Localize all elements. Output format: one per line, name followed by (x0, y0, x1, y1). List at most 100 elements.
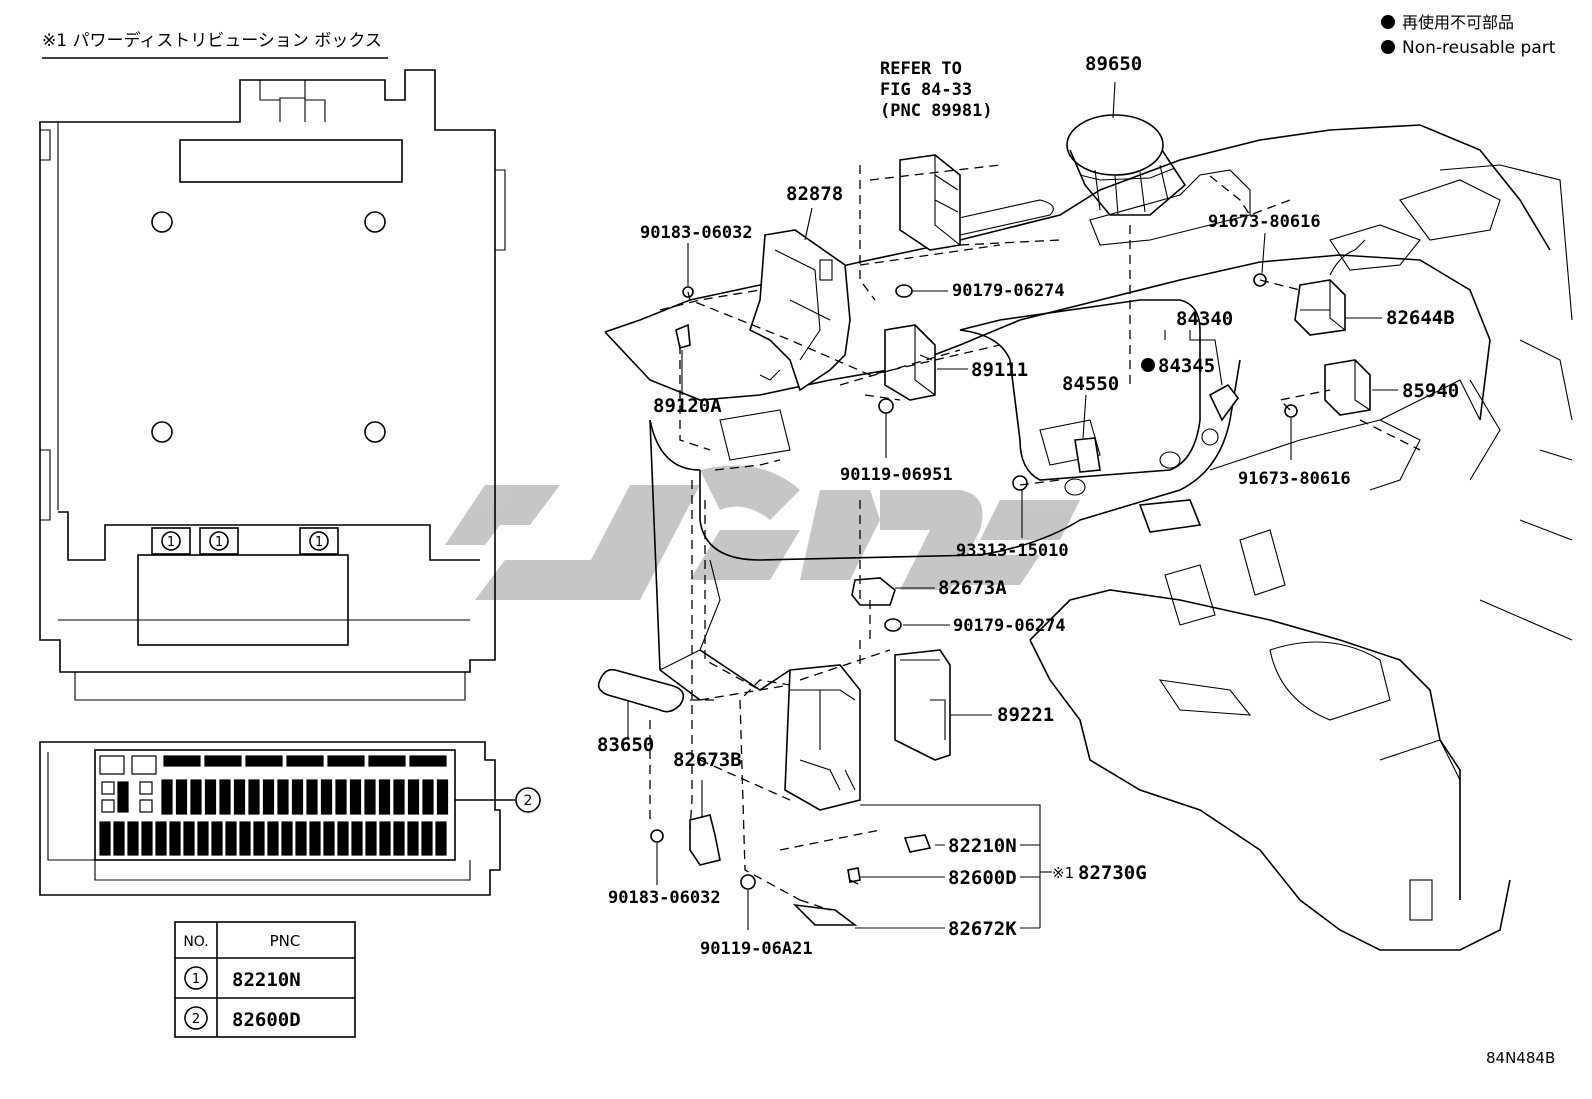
box-edge-lines (57, 122, 506, 621)
row-callout (184, 966, 208, 990)
section-title: ※1 パワーディストリビューション ボックス (42, 30, 382, 51)
part-82730G-junction-block (784, 664, 861, 811)
table-row-pnc: 82210N (232, 969, 301, 991)
label-89111: 89111 (971, 359, 1028, 381)
fuse-slot (364, 779, 376, 815)
part-82644B-connector (1294, 239, 1366, 336)
label-89221: 89221 (997, 704, 1054, 726)
table-row-no: 2 (192, 1012, 200, 1027)
fuse-slot (267, 821, 279, 856)
callout-1: 1 (209, 531, 229, 551)
fuse-slot (253, 821, 265, 856)
box-outline (39, 69, 496, 673)
box-lower-step (58, 511, 480, 561)
ref-mark: ※1 (1052, 864, 1074, 882)
fuse-slot (204, 755, 242, 767)
callout-2: 2 (515, 787, 541, 813)
non-reusable-marker (1141, 358, 1155, 372)
fuse-slot (239, 821, 251, 856)
side-vent (1329, 224, 1421, 271)
fuse-slot (141, 821, 153, 856)
label-82644B: 82644B (1386, 307, 1455, 329)
fuse-slot (281, 821, 293, 856)
fuse-slot (277, 779, 289, 815)
relay-slot (151, 527, 191, 555)
mount-hole (364, 211, 386, 233)
fuse-slot (407, 821, 419, 856)
label-82673B: 82673B (673, 749, 742, 771)
dash-lower-edge (649, 359, 1241, 561)
fuse-slot (117, 781, 129, 813)
fuse-slot (306, 779, 318, 815)
part-85940-relay (1324, 359, 1371, 416)
fuse-slot (351, 821, 363, 856)
svg-text:1: 1 (215, 535, 223, 550)
fuse-slot (393, 821, 405, 856)
bolt-93313 (1012, 475, 1028, 491)
fuse-block-inner (47, 752, 471, 881)
dash-upper-edge (604, 124, 1551, 333)
fuse-block-outline (39, 741, 501, 896)
non-reusable-marker (1381, 15, 1395, 29)
fuse-slot (163, 755, 201, 767)
clip-90183-bot (650, 829, 664, 843)
label-91673-80616: 91673-80616 (1238, 469, 1351, 489)
part-82210N-relay (903, 834, 932, 853)
fuse-slot (101, 799, 115, 813)
fuse-slot (101, 781, 115, 795)
part-84340-switch (1201, 383, 1239, 446)
fuse-slot (225, 821, 237, 856)
leader-lines (627, 81, 1398, 930)
knob (1064, 478, 1086, 496)
label-82878: 82878 (786, 183, 843, 205)
part-labels: 89650 82878 90183-06032 90179-06274 9167… (597, 53, 1459, 959)
bolt-90119-06951 (878, 398, 894, 414)
label-83650: 83650 (597, 734, 654, 756)
assembly-lines (649, 164, 1421, 911)
pnc-table: NO. PNC 1 82210N 2 82600D (174, 921, 356, 1038)
fuse-slot (323, 821, 335, 856)
fuse-slot (436, 779, 449, 815)
fuse-slot (435, 821, 447, 856)
fuse-slot (393, 779, 405, 815)
label-90119-06A21: 90119-06A21 (700, 939, 813, 959)
bolt-90119-06A21 (740, 874, 756, 890)
fuse-slot (309, 821, 321, 856)
label-90183-06032: 90183-06032 (640, 223, 753, 243)
part-89650-speaker (1066, 114, 1187, 216)
fuse-slot (349, 779, 362, 815)
dashboard-assembly (604, 124, 1573, 951)
fuse-grid (99, 755, 449, 856)
pillar-trim (1439, 164, 1573, 421)
door-trim (1479, 449, 1573, 641)
part-84550-switch (1074, 437, 1101, 473)
table-row-pnc: 82600D (232, 1009, 301, 1031)
label-82600D: 82600D (948, 867, 1017, 889)
console-side (1029, 639, 1511, 951)
fuse-slot (155, 821, 167, 856)
fuse-slot (139, 781, 153, 795)
fuse-slot (113, 821, 125, 856)
console-lid (1269, 641, 1391, 721)
dash-front-edge (604, 254, 1491, 421)
nut-90179-mid (884, 618, 902, 632)
part-82878-bracket (749, 229, 851, 392)
figure-code: 84N484B (1486, 1049, 1555, 1067)
label-84345: 84345 (1158, 355, 1215, 377)
console-tab (1409, 879, 1433, 921)
fuse-slot (378, 779, 391, 815)
label-82730G: 82730G (1078, 862, 1147, 884)
part-82673B-clip (689, 814, 721, 866)
refer-line: (PNC 89981) (880, 101, 993, 121)
fuse-slot (262, 779, 275, 815)
part-89981-module (899, 154, 961, 251)
callout-1: 1 (161, 531, 181, 551)
fuse-slot (407, 779, 420, 815)
legend-en: Non-reusable part (1402, 38, 1556, 58)
label-82673A: 82673A (938, 577, 1007, 599)
cup-holder (1158, 679, 1252, 716)
fuse-slot (190, 779, 202, 815)
mount-hole (151, 421, 173, 443)
label-89650: 89650 (1085, 53, 1142, 75)
